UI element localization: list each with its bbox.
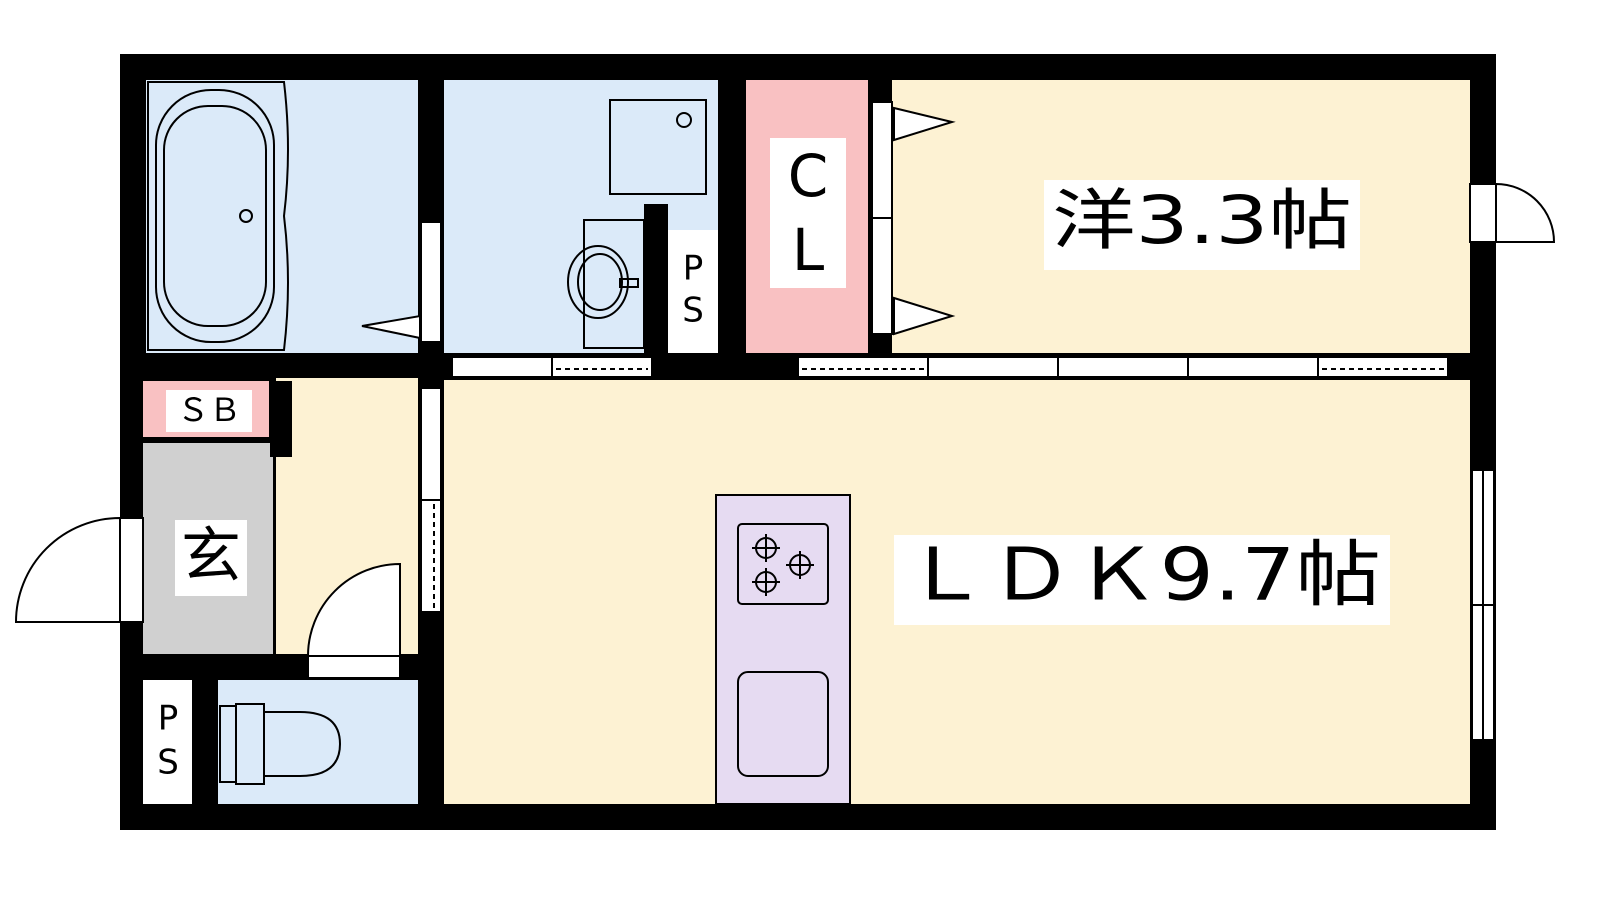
partition-panel [1057,356,1189,378]
toilet-icon [219,703,342,785]
sliding-door-vertical [420,387,442,501]
wall-stub [270,381,292,457]
balcony-door-swing [1495,182,1556,243]
label-bg [166,390,252,432]
kitchen-sink-icon [737,671,829,777]
entrance-door-frame [119,517,144,623]
balcony-door-frame [1469,183,1497,243]
label-bg [894,535,1390,625]
pipe-space-bottom-label-1: P [158,699,179,739]
closet-label-line2: L [792,216,824,284]
washbasin-icon [567,219,645,349]
label-bg [1044,180,1360,270]
door-arrow [893,106,956,142]
entrance-label: 玄 [181,522,241,592]
pipe-space-top-label-1: P [683,249,704,289]
ldk-room-label: ＬＤＫ9.7帖 [903,533,1381,617]
pipe-space-top [668,230,718,353]
partition-panel [1187,356,1319,378]
entrance-door-swing [14,516,121,623]
partition-panel [451,356,553,378]
partition-panel [927,356,1059,378]
toilet-room [218,680,418,804]
label-bg [175,520,247,596]
partition-panel [797,356,929,378]
door-arrow [893,296,956,336]
partition-panel [551,356,653,378]
pipe-space-bottom [143,680,192,804]
western-room-label: 洋3.3帖 [1052,182,1352,259]
bathtub-icon [147,81,289,351]
sliding-door [420,221,442,343]
stove-icon [737,523,829,605]
wall-stub [644,204,668,356]
toilet-door-sill [307,655,401,679]
closet-label-line1: C [788,142,829,210]
pipe-space-bottom-label-2: S [157,743,179,783]
sliding-door-vertical [420,499,442,613]
bathroom [146,80,418,353]
partition-panel [1317,356,1449,378]
door-arrow [361,314,421,340]
wall-stub [868,334,892,353]
kitchen-counter [715,494,851,805]
wall-stub [868,80,892,102]
pipe-space-top-label-2: S [682,291,704,331]
toilet-door-swing [306,562,401,657]
label-bg [770,138,846,288]
shoe-box-label: ＳＢ [177,391,241,429]
washing-machine-icon [609,99,707,195]
